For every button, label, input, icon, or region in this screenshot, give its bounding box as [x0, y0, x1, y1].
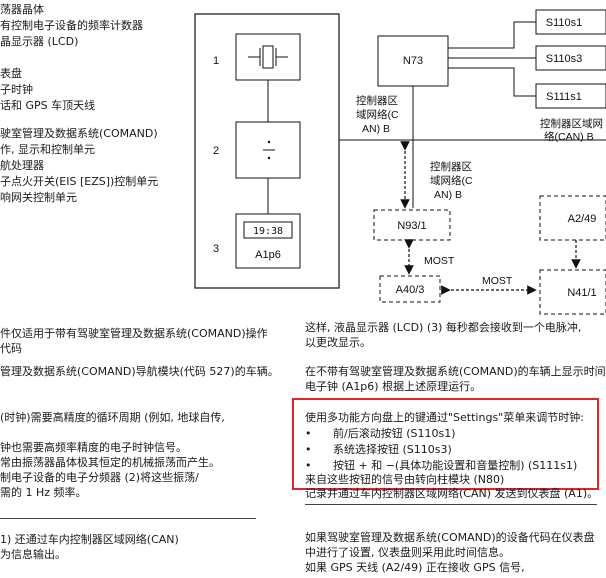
left-para4-line3: 制电子设备的电子分频器 (2)将这些振荡/ — [0, 471, 199, 484]
node-n41-1-label: N41/1 — [567, 287, 596, 299]
right-para3-line1: 如果驾驶室管理及数据系统(COMAND)的设备代码在仪表盘 — [305, 531, 595, 544]
note-bullet-2-text: 系统选择按钮 (S110s3) — [333, 443, 452, 456]
note-bullet-2: •系统选择按钮 (S110s3) — [305, 443, 452, 456]
can-label-mid-3: AN) B — [434, 189, 462, 201]
can-label-right-2: 络(CAN) B — [544, 130, 594, 143]
right-para3-line3: 如果 GPS 天线 (A2/49) 正在接收 GPS 信号, — [305, 561, 525, 574]
note-line-4: 来自这些按钮的信号由转向柱模块 (N80) — [305, 473, 505, 486]
right-para1-line1: 这样, 液晶显示器 (LCD) (3) 每秒都会接收到一个电脉冲, — [305, 321, 582, 334]
can-label-right-1: 控制器区域网 — [540, 117, 603, 130]
can-label-left-3: AN) B — [362, 123, 390, 135]
node-s111s1-label: S111s1 — [546, 91, 582, 103]
node-n73-label: N73 — [403, 55, 423, 67]
divider-icon — [263, 140, 275, 160]
note-intro: 使用多功能方向盘上的键通过"Settings"菜单来调节时钟: — [305, 411, 584, 424]
note-line-5: 记录并通过车内控制器区域网络(CAN) 发送到仪表盘 (A1)。 — [305, 487, 599, 500]
right-divider — [305, 504, 597, 505]
left-para1-line1: 件仅适用于带有驾驶室管理及数据系统(COMAND)操作 — [0, 327, 268, 340]
legend-item: 作, 显示和控制单元 — [0, 143, 95, 156]
lcd-display — [243, 221, 293, 239]
left-para3-line1: (时钟)需要高精度的循环周期 (例如, 地球自传, — [0, 411, 225, 424]
left-para4-line4: 需的 1 Hz 频率。 — [0, 486, 87, 499]
highlight-note-box — [292, 398, 599, 490]
legend-item: 表盘 — [0, 67, 22, 80]
legend-item: 子点火开关(EIS [EZS])控制单元 — [0, 175, 159, 188]
legend-item: 航处理器 — [0, 159, 44, 172]
left-para4-line2: 常由振荡器晶体极其恒定的机械振荡而产生。 — [0, 456, 220, 469]
node-n41-1 — [539, 269, 606, 315]
right-para2-line2: 电子钟 (A1p6) 根据上述原理运行。 — [305, 380, 482, 393]
can-label-mid-1: 控制器区 — [430, 160, 472, 173]
node-a2-49-label: A2/49 — [568, 213, 597, 225]
node-s110s3 — [535, 45, 606, 71]
item-number-1: 1 — [213, 55, 219, 67]
node-a40-3 — [379, 275, 441, 303]
can-label-left-2: 域网络(C — [356, 108, 399, 121]
lcd-clock-label: A1p6 — [255, 249, 281, 261]
item-number-3: 3 — [213, 243, 219, 255]
note-bullet-3: •按钮 + 和 −(具体功能设置和音量控制) (S111s1) — [305, 459, 578, 472]
right-para1-line2: 以更改显示。 — [305, 336, 371, 349]
crystal-icon — [248, 45, 288, 69]
most-label-1: MOST — [424, 255, 455, 267]
node-n93-1-label: N93/1 — [397, 220, 426, 232]
note-bullet-1: •前/后滚动按钮 (S110s1) — [305, 427, 456, 440]
left-divider — [0, 518, 256, 519]
node-a40-3-label: A40/3 — [396, 284, 425, 296]
node-s110s1-label: S110s1 — [546, 17, 583, 29]
left-para2-line1: 管理及数据系统(COMAND)导航模块(代码 527)的车辆。 — [0, 365, 279, 378]
lcd-time: 19:38 — [253, 226, 283, 237]
node-n73 — [377, 35, 449, 87]
legend-item: 晶显示器 (LCD) — [0, 35, 79, 48]
node-n93-1 — [373, 209, 451, 241]
left-para5-line2: 为信息输出。 — [0, 548, 66, 561]
note-bullet-3-text: 按钮 + 和 −(具体功能设置和音量控制) (S111s1) — [333, 459, 578, 472]
left-para1-line2: 代码 — [0, 342, 22, 355]
left-para4-line1: 钟也需要高频率精度的电子时钟信号。 — [0, 441, 187, 454]
clock-system-diagram: 1 2 3 19:38 A1p6 N73 S110s1 S110s3 S111s… — [194, 9, 606, 315]
legend-item: 有控制电子设备的频率计数器 — [0, 19, 143, 32]
legend-item: 响网关控制单元 — [0, 191, 77, 204]
item-number-2: 2 — [213, 145, 219, 157]
legend-item: 子时钟 — [0, 83, 33, 96]
node-s110s3-label: S110s3 — [546, 53, 583, 65]
most-label-2: MOST — [482, 275, 513, 287]
node-a2-49 — [539, 195, 606, 241]
right-para3-line2: 中进行了设置, 仪表盘则采用此时间信息。 — [305, 546, 510, 559]
legend-item: 驶室管理及数据系统(COMAND) — [0, 127, 158, 140]
legend-item: 话和 GPS 车顶天线 — [0, 99, 96, 112]
right-para2-line1: 在不带有驾驶室管理及数据系统(COMAND)的车辆上显示时间 — [305, 365, 606, 378]
legend-item: 荡器晶体 — [0, 3, 44, 16]
can-label-mid-2: 域网络(C — [430, 174, 473, 187]
note-bullet-1-text: 前/后滚动按钮 (S110s1) — [333, 427, 456, 440]
can-label-left-1: 控制器区 — [356, 94, 398, 107]
left-para5-line1: 1) 还通过车内控制器区域网络(CAN) — [0, 533, 179, 546]
node-s111s1 — [535, 83, 606, 109]
